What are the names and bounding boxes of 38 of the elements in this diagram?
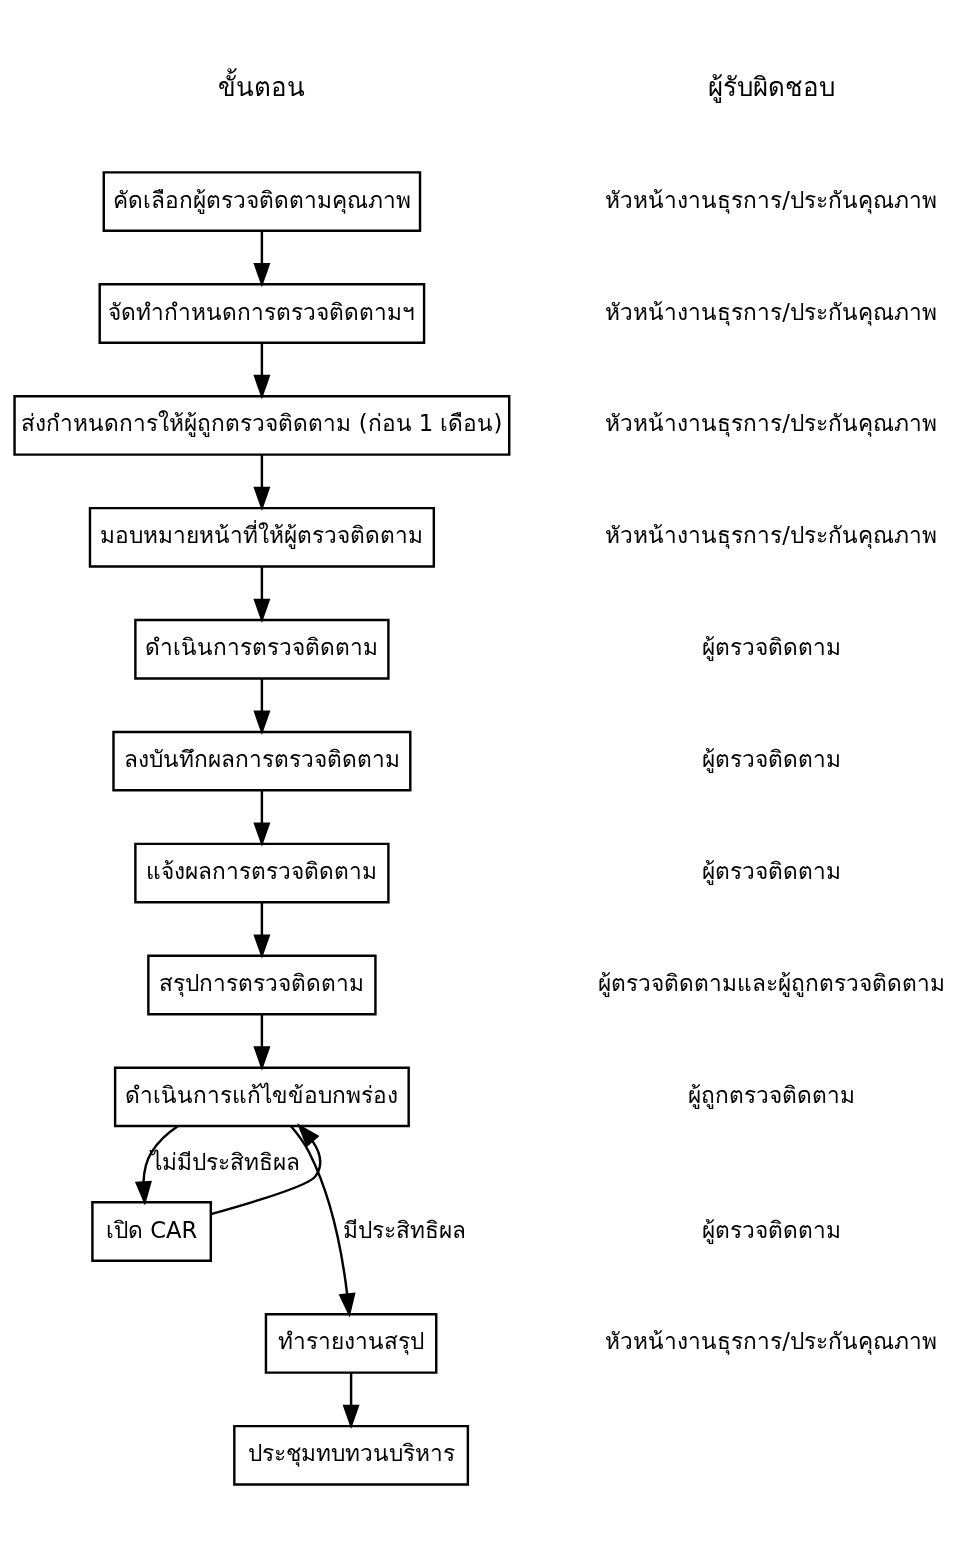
- label: หัวหน้างานธุรการ/ประกันคุณภาพ: [605, 409, 937, 436]
- label: ผู้ตรวจติดตามและผู้ถูกตรวจติดตาม: [597, 969, 945, 996]
- edge-label: ไม่มีประสิทธิผล: [150, 1148, 300, 1175]
- arrow: [210, 1122, 322, 1215]
- node-box: แจ้งผลการตรวจติดตาม: [134, 842, 390, 903]
- node-box: ทำรายงานสรุป: [264, 1312, 438, 1374]
- label: ผู้ตรวจติดตาม: [701, 857, 841, 884]
- label: ผู้ตรวจติดตาม: [701, 633, 841, 660]
- label: ผู้ตรวจติดตาม: [701, 745, 841, 772]
- node-box: คัดเลือกผู้ตรวจติดตามคุณภาพ: [102, 170, 422, 232]
- label: หัวหน้างานธุรการ/ประกันคุณภาพ: [605, 298, 937, 324]
- arrow: [290, 1125, 356, 1318]
- node-box: ประชุมทบทวนบริหาร: [233, 1424, 470, 1486]
- arrow: [253, 678, 271, 735]
- arrow: [134, 1124, 179, 1206]
- label: ผู้ตรวจติดตาม: [701, 1216, 841, 1242]
- node-box: สรุปการตรวจติดตาม: [147, 954, 377, 1015]
- arrow: [253, 902, 271, 959]
- arrow: [253, 342, 271, 399]
- edge-label: มีประสิทธิผล: [343, 1216, 467, 1242]
- node-box: ลงบันทึกผลการตรวจติดตาม: [112, 730, 412, 792]
- node-box: ดำเนินการตรวจติดตาม: [134, 618, 390, 680]
- label: หัวหน้างานธุรการ/ประกันคุณภาพ: [605, 521, 937, 548]
- label: หัวหน้างานธุรการ/ประกันคุณภาพ: [605, 1327, 937, 1354]
- node-box: เปิด CAR: [91, 1200, 213, 1262]
- arrow: [253, 230, 271, 287]
- arrow: [342, 1372, 360, 1429]
- arrow: [253, 454, 271, 511]
- node-box: ดำเนินการแก้ไขข้อบกพร่อง: [113, 1065, 410, 1127]
- arrow: [253, 566, 271, 623]
- label: หัวหน้างานธุรการ/ประกันคุณภาพ: [605, 186, 937, 213]
- label: ผู้ถูกตรวจติดตาม: [687, 1081, 855, 1108]
- node-box: ส่งกำหนดการให้ผู้ถูกตรวจติดตาม (ก่อน 1 เดือน): [13, 394, 511, 456]
- node-box: มอบหมายหน้าที่ให้ผู้ตรวจติดตาม: [88, 506, 436, 568]
- label: ผู้รับผิดชอบ: [707, 71, 835, 102]
- node-box: จัดทำกำหนดการตรวจติดตามฯ: [98, 282, 426, 344]
- arrow: [253, 1014, 271, 1071]
- arrow: [253, 790, 271, 847]
